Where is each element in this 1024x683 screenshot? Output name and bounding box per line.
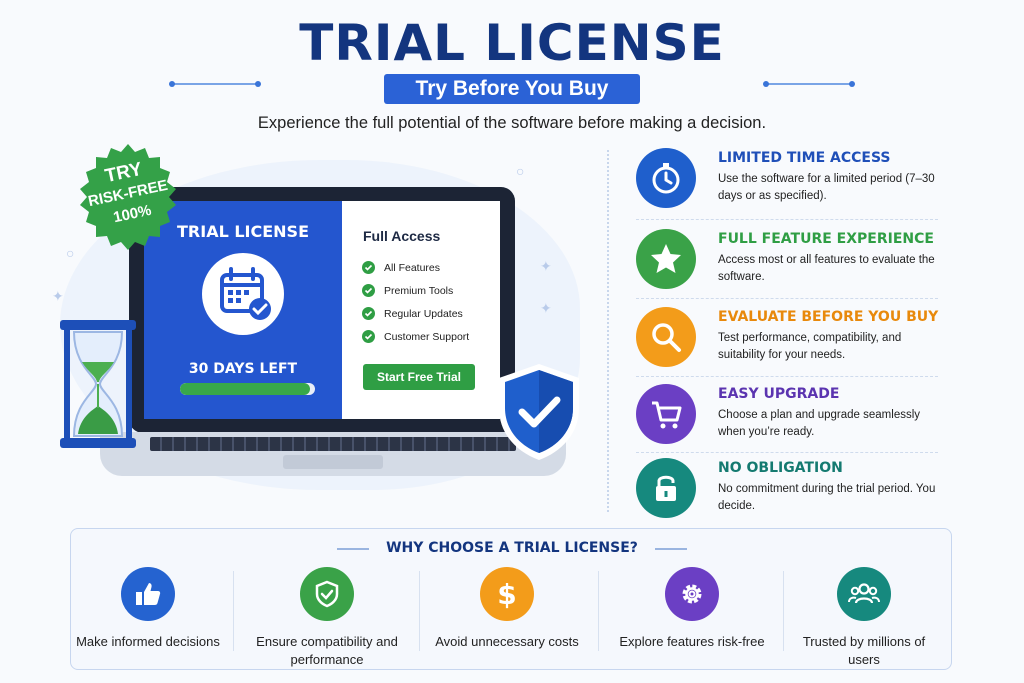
column-divider — [233, 571, 234, 651]
column-divider — [783, 571, 784, 651]
cart-icon — [636, 384, 696, 444]
list-item: Regular Updates — [362, 302, 469, 325]
star-icon — [636, 229, 696, 289]
list-item: Premium Tools — [362, 279, 469, 302]
trial-progress-fill — [180, 383, 310, 395]
days-left-label: 30 DAYS LEFT — [188, 361, 298, 377]
check-icon — [362, 330, 375, 343]
shield-check-icon — [495, 362, 583, 467]
feature-separator — [636, 298, 938, 299]
tagline: Experience the full potential of the sof… — [257, 114, 767, 132]
feature-label: All Features — [384, 261, 441, 274]
divider-line — [172, 83, 258, 85]
why-item-compatibility: Ensure compatibility and performance — [252, 567, 402, 669]
magnifier-icon — [636, 307, 696, 367]
feature-title: NO OBLIGATION — [718, 460, 843, 476]
divider-line — [765, 83, 851, 85]
feature-label: Premium Tools — [384, 284, 454, 297]
list-item: All Features — [362, 256, 469, 279]
title-rule — [655, 548, 687, 550]
divider-dot — [169, 81, 175, 87]
calendar-icon — [202, 253, 284, 335]
column-divider — [598, 571, 599, 651]
why-text: Make informed decisions — [76, 634, 220, 649]
subtitle-banner: Try Before You Buy — [384, 74, 640, 104]
check-icon — [362, 261, 375, 274]
list-item: Customer Support — [362, 325, 469, 348]
laptop-trackpad — [283, 455, 383, 469]
why-choose-panel: WHY CHOOSE A TRIAL LICENSE? Make informe… — [70, 528, 952, 670]
shield-check-icon — [300, 567, 354, 621]
why-item-explore: Explore features risk-free — [617, 567, 767, 651]
sparkle-icon: ✦ — [52, 288, 64, 304]
sparkle-icon: ✦ — [540, 300, 552, 316]
trial-progress-bar — [180, 383, 315, 395]
laptop-keyboard — [150, 437, 516, 451]
users-icon — [837, 567, 891, 621]
hourglass-icon — [58, 318, 138, 455]
feature-description: Choose a plan and upgrade seamlessly whe… — [718, 409, 921, 438]
vertical-divider — [607, 150, 609, 512]
divider-dot — [849, 81, 855, 87]
feature-title: LIMITED TIME ACCESS — [718, 150, 891, 166]
why-item-trusted: Trusted by millions of users — [789, 567, 939, 669]
feature-description: Test performance, compatibility, and sui… — [718, 332, 902, 361]
access-title: Full Access — [363, 228, 441, 244]
feature-label: Regular Updates — [384, 307, 463, 320]
sparkle-icon: ○ — [516, 163, 525, 179]
why-text: Ensure compatibility and performance — [256, 634, 398, 667]
why-item-informed: Make informed decisions — [73, 567, 223, 651]
check-icon — [362, 307, 375, 320]
screen-title: TRIAL LICENSE — [177, 222, 309, 241]
feature-title: EVALUATE BEFORE YOU BUY — [718, 309, 939, 325]
lock-icon — [636, 458, 696, 518]
feature-description: No commitment during the trial period. Y… — [718, 483, 936, 512]
dollar-icon: $ — [480, 567, 534, 621]
thumbs-up-icon — [121, 567, 175, 621]
start-free-trial-button[interactable]: Start Free Trial — [363, 364, 475, 390]
feature-title: FULL FEATURE EXPERIENCE — [718, 231, 934, 247]
why-text: Explore features risk-free — [619, 634, 765, 649]
feature-separator — [636, 376, 938, 377]
why-item-costs: $ Avoid unnecessary costs — [432, 567, 582, 651]
access-feature-list: All Features Premium Tools Regular Updat… — [362, 256, 469, 348]
title-rule — [337, 548, 369, 550]
gear-icon — [665, 567, 719, 621]
feature-separator — [636, 219, 938, 220]
why-title: WHY CHOOSE A TRIAL LICENSE? — [386, 540, 638, 556]
why-text: Trusted by millions of users — [802, 634, 926, 667]
divider-dot — [763, 81, 769, 87]
feature-separator — [636, 452, 938, 453]
feature-description: Use the software for a limited period (7… — [718, 173, 935, 202]
feature-description: Access most or all features to evaluate … — [718, 254, 935, 283]
stopwatch-icon — [636, 148, 696, 208]
page-title: TRIAL LICENSE — [299, 14, 725, 72]
check-icon — [362, 284, 375, 297]
sparkle-icon: ○ — [66, 245, 75, 261]
why-text: Avoid unnecessary costs — [435, 634, 579, 649]
feature-label: Customer Support — [384, 330, 470, 343]
divider-dot — [255, 81, 261, 87]
sparkle-icon: ✦ — [540, 258, 552, 274]
subtitle-row: Try Before You Buy — [0, 74, 1024, 108]
feature-title: EASY UPGRADE — [718, 386, 840, 402]
column-divider — [419, 571, 420, 651]
